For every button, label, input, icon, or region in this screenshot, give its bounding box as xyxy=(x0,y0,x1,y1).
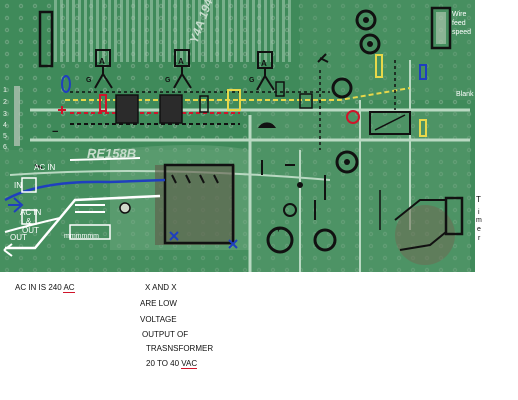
ac-in-mid-label-3: OUT xyxy=(22,226,39,235)
note-output-of: OUTPUT OF xyxy=(142,330,189,339)
note-voltage-range-underlined: VAC xyxy=(181,359,198,369)
zigzag-label: mmmmmm xyxy=(64,233,99,240)
note-ac-in-prefix: AC IN IS 240 xyxy=(15,283,62,292)
gate-label-1: G xyxy=(86,77,92,84)
note-voltage-range-prefix: 20 TO 40 xyxy=(146,359,180,368)
note-ac-in-underlined: AC xyxy=(63,283,75,293)
note-ac-in: AC IN IS 240 AC xyxy=(15,283,75,293)
pin-number-1: 1 xyxy=(3,87,7,94)
red-circle-mark xyxy=(346,110,360,124)
out-label: OUT xyxy=(10,233,27,242)
pin-number-4: 4 xyxy=(3,122,7,129)
in-label: IN xyxy=(14,181,22,190)
thyristor-2 xyxy=(173,49,192,89)
corrosion-spot xyxy=(395,205,455,265)
note-voltage: VOLTAGE xyxy=(140,315,177,324)
pin-number-2: 2 xyxy=(3,99,7,106)
red-plus-mark xyxy=(58,106,66,114)
timer-connector xyxy=(444,196,464,236)
x-mark-2 xyxy=(228,239,238,249)
x-mark-1 xyxy=(169,231,179,241)
anode-label-3: A xyxy=(261,59,267,68)
yellow-trace-mark xyxy=(65,87,411,101)
ac-in-mid-label-1: AC IN xyxy=(20,208,42,217)
thyristor-3 xyxy=(256,51,275,91)
blue-circle-mark xyxy=(61,75,71,93)
pot-2 xyxy=(359,33,381,55)
timer-letter-m: m xyxy=(476,217,482,224)
transformer-outline xyxy=(163,163,235,245)
component-box-2 xyxy=(159,94,183,124)
ac-in-arrow xyxy=(8,197,24,213)
anode-label-2: A xyxy=(178,57,184,66)
blank-label: Blank xyxy=(456,91,474,98)
gate-label-3: G xyxy=(249,77,255,84)
timer-letter-e: e xyxy=(477,226,481,233)
ac-out-wire xyxy=(5,194,161,250)
wire-feed-label-2: feed xyxy=(452,20,466,27)
note-are-low: ARE LOW xyxy=(140,299,177,308)
capacitor-plus-sign: + xyxy=(276,225,281,234)
timer-letter-i: i xyxy=(478,209,480,216)
pin-number-5: 5 xyxy=(3,133,7,140)
pin-number-3: 3 xyxy=(3,111,7,118)
wire-feed-label-1: Wire xyxy=(452,11,466,18)
note-x-and-x: X AND X xyxy=(145,283,177,292)
timer-letter-r: r xyxy=(478,235,481,242)
pin-header xyxy=(14,86,20,146)
minus-sign: − xyxy=(52,126,58,138)
anode-label-1: A xyxy=(99,57,105,66)
timer-letter-t: T xyxy=(476,195,481,204)
ac-in-mid-label-2: & xyxy=(26,217,32,226)
note-transformer: TRASNSFORMER xyxy=(146,344,214,353)
thyristor-1 xyxy=(94,49,113,89)
half-circle-mark xyxy=(258,122,276,128)
wire-feed-label-3: speed xyxy=(452,29,471,36)
silkscreen-code: RE158B xyxy=(87,146,136,161)
wire-feed-connector xyxy=(430,6,452,50)
component-box-1 xyxy=(115,94,139,124)
gate-label-2: G xyxy=(165,77,171,84)
ic-outline xyxy=(369,111,411,135)
ac-in-top-label: AC IN xyxy=(34,163,56,172)
connector-outline xyxy=(38,10,54,68)
pot-4 xyxy=(335,150,359,174)
pin-number-6: 6 xyxy=(3,144,7,151)
capacitor-outline xyxy=(266,226,294,254)
ac-in-wire xyxy=(4,178,166,202)
trace-comb xyxy=(52,0,292,62)
pot-3 xyxy=(331,77,353,99)
pot-1 xyxy=(355,9,377,31)
note-voltage-range: 20 TO 40 VAC xyxy=(146,359,198,369)
